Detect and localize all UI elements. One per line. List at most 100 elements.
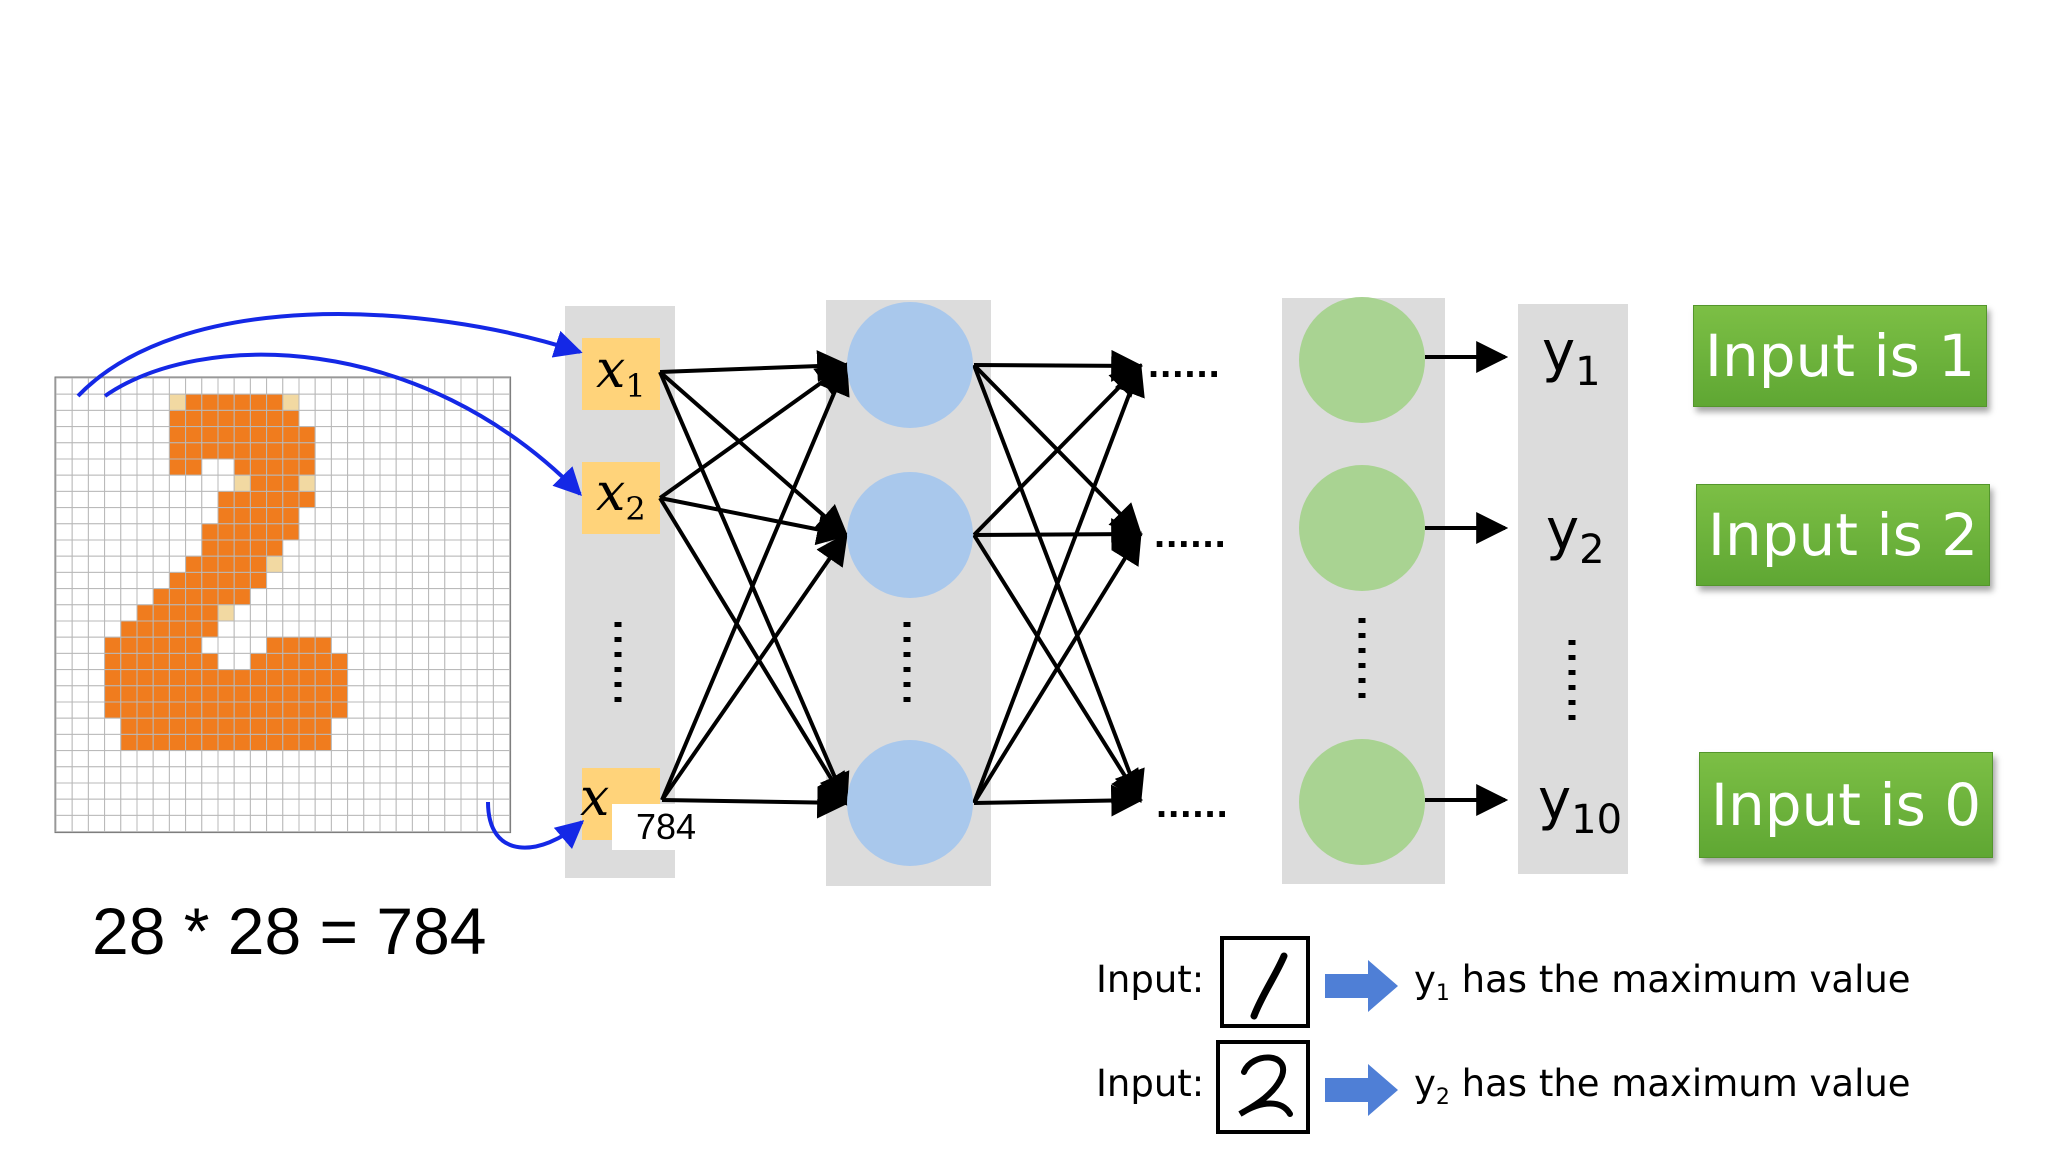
pixel-cell	[249, 490, 268, 509]
connection-line	[661, 786, 850, 819]
pixel-cell	[104, 555, 122, 573]
pixel-cell	[71, 685, 89, 703]
pixel-cell	[217, 377, 235, 395]
pixel-cell	[201, 750, 219, 768]
output-neuron-2	[1299, 465, 1425, 591]
handwritten-1	[1250, 952, 1288, 1020]
pixel-cell	[314, 442, 332, 460]
pixel-cell	[444, 377, 462, 395]
pixel-cell	[363, 474, 381, 492]
output-neuron-3	[1299, 739, 1425, 865]
pixel-cell	[87, 458, 106, 476]
pixel-cell	[185, 669, 203, 687]
pixel-cell	[330, 814, 349, 833]
pixel-cell	[249, 766, 268, 784]
pixel-cell	[428, 701, 446, 719]
pixel-cell	[249, 571, 268, 590]
pixel-cell	[282, 523, 300, 541]
pixel-cell	[55, 571, 73, 590]
pixel-cell	[379, 426, 397, 444]
pixel-cell	[185, 571, 203, 590]
pixel-cell	[330, 620, 349, 638]
pixel-cell	[363, 685, 381, 703]
pixel-cell	[330, 636, 349, 654]
pixel-cell	[233, 701, 251, 719]
pixel-cell	[71, 588, 89, 606]
pixel-cell	[266, 766, 284, 784]
pixel-cell	[330, 442, 349, 460]
pixel-cell	[136, 474, 154, 492]
pixel-cell	[379, 393, 397, 411]
pixel-cell	[233, 604, 251, 622]
pixel-cell	[363, 507, 381, 525]
pixel-cell	[266, 377, 284, 395]
pixel-cell	[136, 588, 154, 606]
pixel-cell	[136, 669, 154, 687]
pixel-cell	[282, 814, 300, 833]
pixel-cell	[411, 814, 430, 833]
pixel-cell	[314, 507, 332, 525]
pixel-cell	[201, 571, 219, 590]
pixel-cell	[266, 604, 284, 622]
pixel-cell	[233, 620, 251, 638]
pixel-cell	[168, 701, 187, 719]
pixel-cell	[347, 604, 365, 622]
pixel-cell	[428, 636, 446, 654]
pixel-cell	[363, 555, 381, 573]
pixel-cell	[136, 733, 154, 752]
pixel-cell	[444, 733, 462, 752]
pixel-cell	[266, 636, 284, 654]
pixel-cell	[492, 490, 511, 509]
result-0-label: Input is 0	[1710, 771, 1982, 839]
pixel-cell	[168, 620, 187, 638]
pixel-cell	[460, 685, 478, 703]
pixel-cell	[444, 409, 462, 428]
pixel-cell	[347, 571, 365, 590]
x2-base: x	[596, 463, 626, 523]
pixel-cell	[185, 636, 203, 654]
pixel-cell	[249, 750, 268, 768]
pixel-cell	[168, 571, 187, 590]
pixel-cell	[298, 523, 316, 541]
pixel-cell	[298, 377, 316, 395]
pixel-cell	[201, 555, 219, 573]
pixel-cell	[87, 604, 106, 622]
pixel-cell	[71, 571, 89, 590]
pixel-cell	[87, 733, 106, 752]
pixel-cell	[411, 636, 430, 654]
pixel-cell	[55, 652, 73, 671]
pixel-cell	[444, 798, 462, 816]
pixel-cell	[120, 604, 138, 622]
pixel-cell	[330, 733, 349, 752]
pixel-cell	[266, 571, 284, 590]
pixel-cell	[104, 409, 122, 428]
pixel-cell	[330, 750, 349, 768]
pixel-cell	[120, 733, 138, 752]
pixel-cell	[185, 409, 203, 428]
pixel-cell	[444, 426, 462, 444]
pixel-cell	[266, 539, 284, 557]
pixel-cell	[217, 652, 235, 671]
pixel-cell	[249, 733, 268, 752]
pixel-cell	[395, 814, 413, 833]
pixel-cell	[55, 766, 73, 784]
pixel-cell	[217, 409, 235, 428]
pixel-cell	[428, 474, 446, 492]
pixel-cell	[476, 523, 494, 541]
pixel-cell	[185, 717, 203, 735]
y2-base: y	[1546, 498, 1580, 563]
pixel-cell	[233, 750, 251, 768]
digit-pixel-grid	[54, 376, 512, 834]
pixel-cell	[395, 701, 413, 719]
pixel-cell	[136, 604, 154, 622]
pixel-cell	[104, 814, 122, 833]
y1-base: y	[1542, 320, 1576, 385]
pixel-cell	[233, 426, 251, 444]
pixel-cell	[363, 588, 381, 606]
pixel-cell	[379, 555, 397, 573]
pixel-cell	[379, 620, 397, 638]
pixel-cell	[136, 814, 154, 833]
pixel-cell	[347, 652, 365, 671]
pixel-cell	[411, 733, 430, 752]
pixel-cell	[347, 474, 365, 492]
